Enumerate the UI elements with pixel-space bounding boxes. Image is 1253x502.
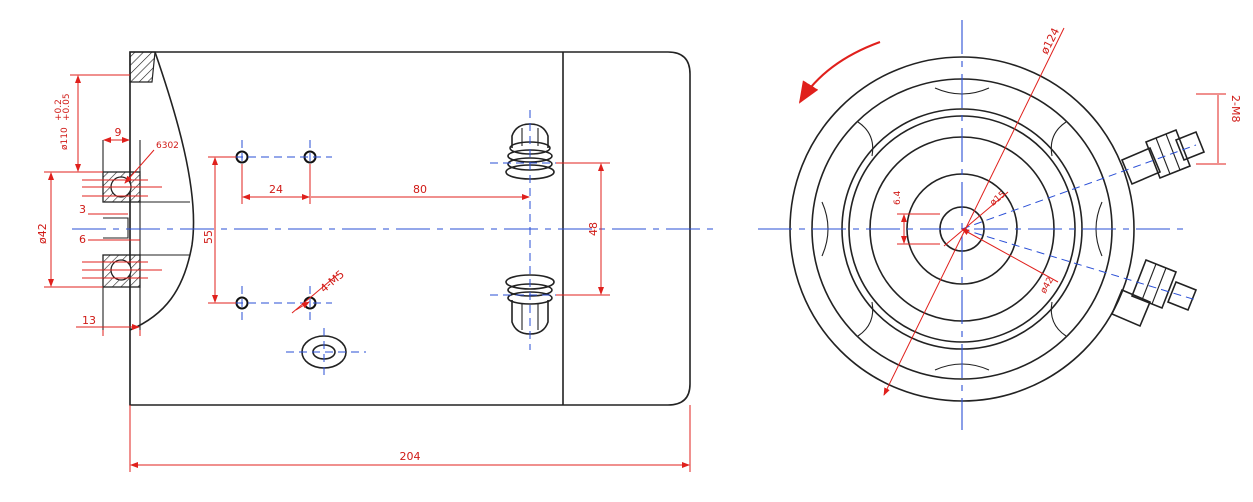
label-bearing: 6302 [156,141,179,151]
label-terminal-studs: 2-M8 [1229,95,1242,122]
side-view [72,51,715,406]
flange-hatched-section [129,51,156,83]
dim-key-width: 3 [79,203,86,216]
dim-flange-thickness: 13 [82,314,96,327]
rotation-direction-arrow [798,41,881,104]
dim-overall-length: 204 [400,450,421,463]
dim-key-depth: 6 [79,233,86,246]
dim-body-dia: ø124 [1038,26,1062,57]
side-view-dimensions: 204 ø110 +0.2 +0.05 9 6302 ø42 3 6 13 [36,74,691,472]
terminal-stud-lower [1110,258,1198,328]
terminal-stud-upper [1120,128,1206,186]
dim-hole-to-terminal: 80 [413,183,427,196]
dim-shaft-end-height: 6.4 [893,190,903,205]
mount-holes [222,140,332,322]
dim-bolt-vertical-spacing: 55 [202,230,215,244]
dim-terminal-spacing: 48 [587,222,600,236]
oval-vent [286,328,366,378]
dim-shaft-dia: ø42 [36,223,49,244]
flange-curve [129,51,195,331]
dim-bolt-horizontal-spacing: 24 [269,183,283,196]
dim-bearing-offset: 9 [115,126,122,139]
end-view [758,20,1206,430]
motor-body-outline [129,51,691,406]
dim-flange-pilot-dia: ø110 [60,127,70,150]
label-mount-holes: 4-M5 [318,268,347,296]
bearing-section [82,140,190,330]
dim-flange-tol-upper: +0.2 [54,99,64,121]
dim-shaft-end-dia: ø15 [989,190,1008,209]
dim-flange-tol-lower: +0.05 [62,93,72,121]
dim-boss-dia: ø42 [1039,276,1056,296]
